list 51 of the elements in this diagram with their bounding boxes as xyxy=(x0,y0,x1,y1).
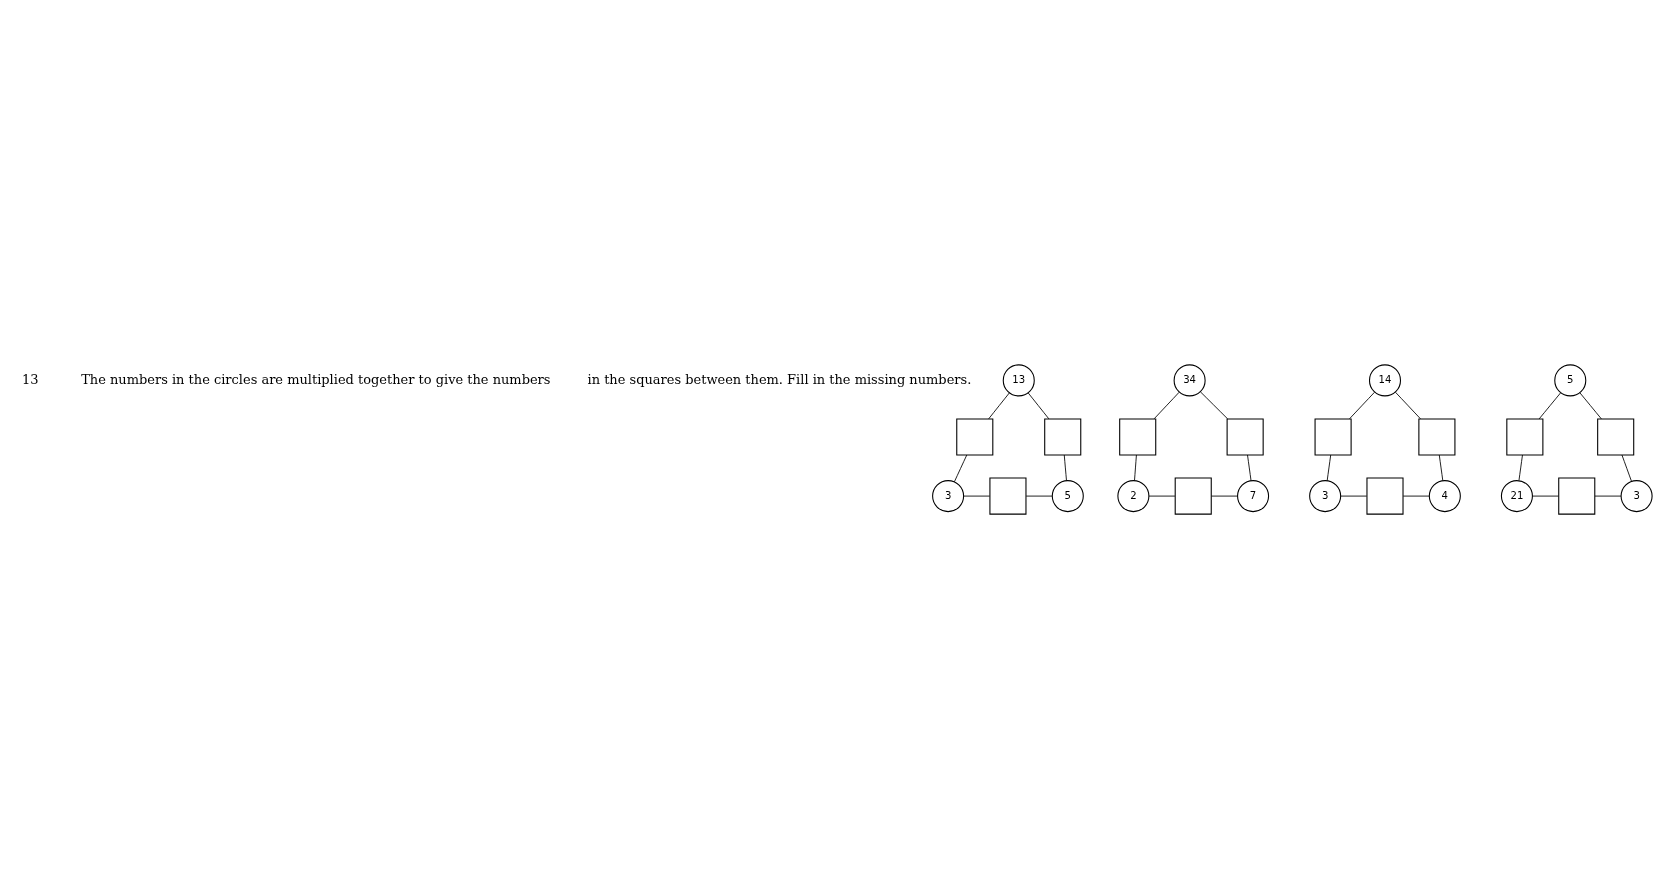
node-circle: 34 xyxy=(1173,364,1206,397)
connector xyxy=(1340,495,1368,497)
node-circle: 2 xyxy=(1117,480,1150,513)
node-box xyxy=(989,477,1027,515)
connector xyxy=(963,495,991,497)
label: 13 xyxy=(22,371,39,387)
node-circle: 7 xyxy=(1237,480,1270,513)
connector xyxy=(1326,454,1332,482)
connector xyxy=(988,392,1010,420)
node-box xyxy=(956,418,994,456)
node-circle: 3 xyxy=(932,480,965,513)
connector xyxy=(1153,391,1180,420)
connector xyxy=(1532,495,1559,497)
connector xyxy=(1594,495,1622,497)
label: The numbers in the circles are multiplied together to give the numbers xyxy=(81,371,551,387)
node-box xyxy=(1366,477,1404,515)
connector xyxy=(1538,392,1562,420)
connector xyxy=(1402,495,1430,497)
node-box xyxy=(1174,477,1212,515)
node-circle: 3 xyxy=(1309,480,1342,513)
connector xyxy=(1247,454,1252,482)
connector xyxy=(1027,392,1050,420)
node-circle: 5 xyxy=(1554,364,1587,397)
node-box xyxy=(1506,418,1544,456)
connector xyxy=(1211,495,1238,497)
node-box xyxy=(1226,418,1264,456)
connector xyxy=(1063,454,1067,482)
connector xyxy=(1199,391,1229,420)
node-box xyxy=(1558,477,1596,515)
connector xyxy=(1395,391,1421,420)
node-circle: 3 xyxy=(1620,480,1653,513)
node-box xyxy=(1044,418,1082,456)
node-circle: 14 xyxy=(1368,364,1402,397)
connector xyxy=(1349,391,1375,420)
node-circle: 4 xyxy=(1428,480,1461,513)
connector xyxy=(1025,495,1053,497)
node-box xyxy=(1418,418,1456,456)
node-circle: 21 xyxy=(1500,480,1533,513)
node-box xyxy=(1119,418,1157,456)
connector xyxy=(1579,392,1602,420)
connector xyxy=(953,454,968,483)
node-circle: 5 xyxy=(1051,480,1084,513)
connector xyxy=(1621,454,1632,482)
connector xyxy=(1438,454,1444,482)
label: in the squares between them. Fill in the missing numbers. xyxy=(587,371,972,387)
node-box xyxy=(1597,418,1635,456)
node-circle: 13 xyxy=(1002,364,1035,397)
connector xyxy=(1518,454,1523,482)
connector xyxy=(1148,495,1176,497)
node-box xyxy=(1314,418,1352,456)
connector xyxy=(1134,454,1137,482)
